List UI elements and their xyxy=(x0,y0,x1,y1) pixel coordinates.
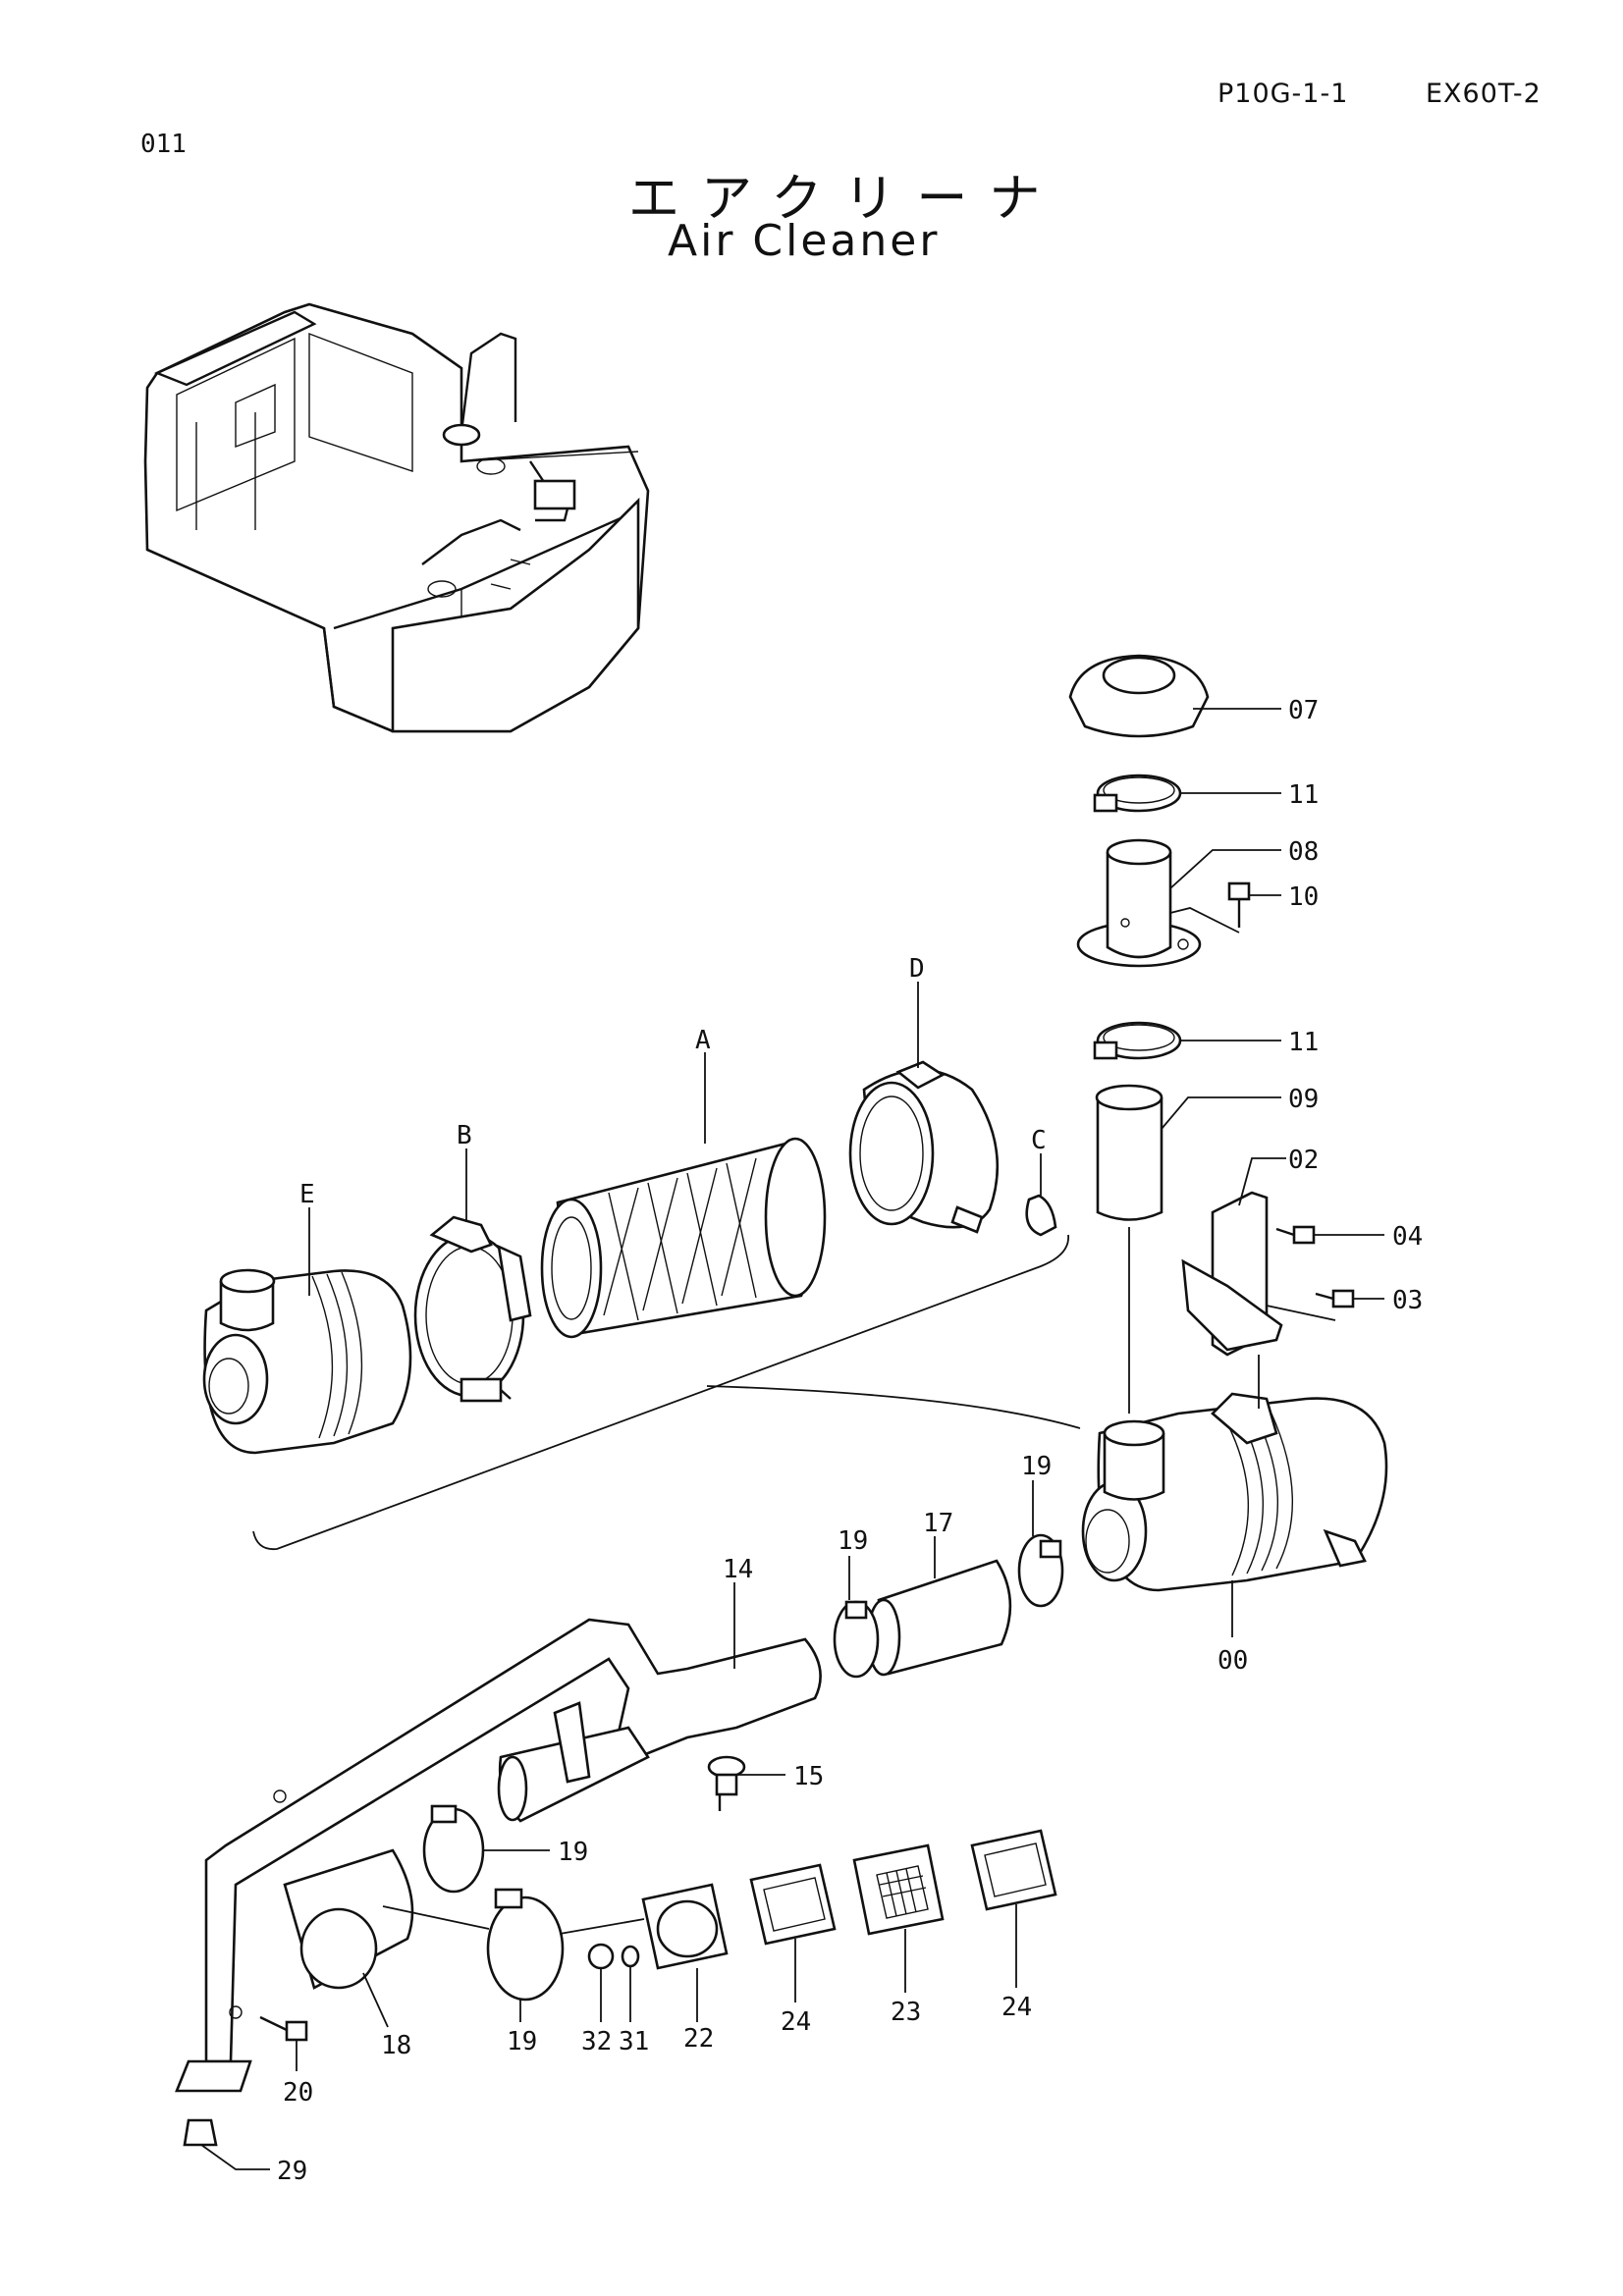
bolt-03 xyxy=(1315,1289,1355,1308)
callout-19-lower-left: 19 xyxy=(507,2027,537,2056)
callout-20: 20 xyxy=(283,2078,313,2108)
hose-18 xyxy=(283,1848,414,1990)
plug-29 xyxy=(183,2118,218,2147)
adapter-22 xyxy=(641,1883,729,1970)
excavator-overview-illustration xyxy=(143,302,650,733)
bolt-20 xyxy=(259,2015,308,2042)
callout-07: 07 xyxy=(1288,696,1319,725)
callout-19-mid: 19 xyxy=(838,1526,868,1556)
model-code: EX60T-2 xyxy=(1426,79,1542,109)
bolt-10 xyxy=(1227,881,1251,928)
hose-17 xyxy=(866,1559,1012,1677)
section-number: 011 xyxy=(140,130,187,159)
valve-C xyxy=(1025,1194,1057,1237)
hose-clamp-lower xyxy=(1093,1021,1182,1060)
hose-clamp-upper xyxy=(1093,774,1182,813)
callout-29: 29 xyxy=(277,2157,307,2186)
gasket-24-left xyxy=(749,1863,837,1946)
rain-cap xyxy=(1068,654,1210,738)
cover-D xyxy=(848,1060,1000,1234)
callout-C: C xyxy=(1031,1126,1047,1155)
element-A xyxy=(540,1137,827,1339)
callout-23: 23 xyxy=(891,1998,921,2027)
callout-10: 10 xyxy=(1288,882,1319,912)
callout-19-right: 19 xyxy=(1021,1452,1052,1481)
callout-19-upper-left: 19 xyxy=(558,1838,588,1867)
bracket-02 xyxy=(1181,1191,1283,1357)
intake-pipe-14 xyxy=(175,1618,822,2093)
hose-clamp-19-lower-right xyxy=(1017,1533,1064,1608)
air-cleaner-assembly-00 xyxy=(1081,1392,1388,1592)
callout-00: 00 xyxy=(1217,1646,1248,1676)
callout-32: 32 xyxy=(581,2027,612,2056)
page-title-japanese: エアクリーナ xyxy=(628,170,1062,229)
callout-17: 17 xyxy=(923,1509,953,1538)
callout-31: 31 xyxy=(619,2027,649,2056)
sensor-15 xyxy=(707,1755,746,1811)
housing-E xyxy=(202,1268,412,1455)
page-title-english: Air Cleaner xyxy=(668,216,941,266)
page-code: P10G-1-1 xyxy=(1217,79,1349,109)
hose-clamp-19-upper-left xyxy=(422,1804,485,1894)
callout-02: 02 xyxy=(1288,1146,1319,1175)
hose-clamp-19-mid xyxy=(833,1600,880,1679)
callout-04: 04 xyxy=(1392,1222,1423,1252)
callout-11-lower: 11 xyxy=(1288,1028,1319,1057)
callout-22: 22 xyxy=(683,2024,714,2054)
callout-B: B xyxy=(457,1121,472,1150)
callout-09: 09 xyxy=(1288,1085,1319,1114)
bolt-04 xyxy=(1275,1225,1316,1245)
hose-09 xyxy=(1095,1084,1163,1221)
washer-32 xyxy=(587,1943,615,1970)
inlet-pipe-with-flange xyxy=(1076,838,1202,968)
callout-D: D xyxy=(909,954,925,984)
callout-11-upper: 11 xyxy=(1288,780,1319,810)
callout-08: 08 xyxy=(1288,837,1319,867)
band-B xyxy=(413,1215,532,1403)
callout-03: 03 xyxy=(1392,1286,1423,1315)
washer-31 xyxy=(621,1945,640,1968)
callout-24-left: 24 xyxy=(781,2007,811,2037)
callout-14: 14 xyxy=(723,1555,753,1584)
screen-23 xyxy=(852,1843,945,1936)
callout-A: A xyxy=(695,1026,711,1055)
callout-24-right: 24 xyxy=(1001,1993,1032,2022)
hose-clamp-19-lower-left xyxy=(486,1888,565,2002)
callout-E: E xyxy=(299,1180,315,1209)
callout-15: 15 xyxy=(793,1762,824,1791)
callout-18: 18 xyxy=(381,2031,411,2060)
gasket-24-right xyxy=(970,1829,1057,1911)
